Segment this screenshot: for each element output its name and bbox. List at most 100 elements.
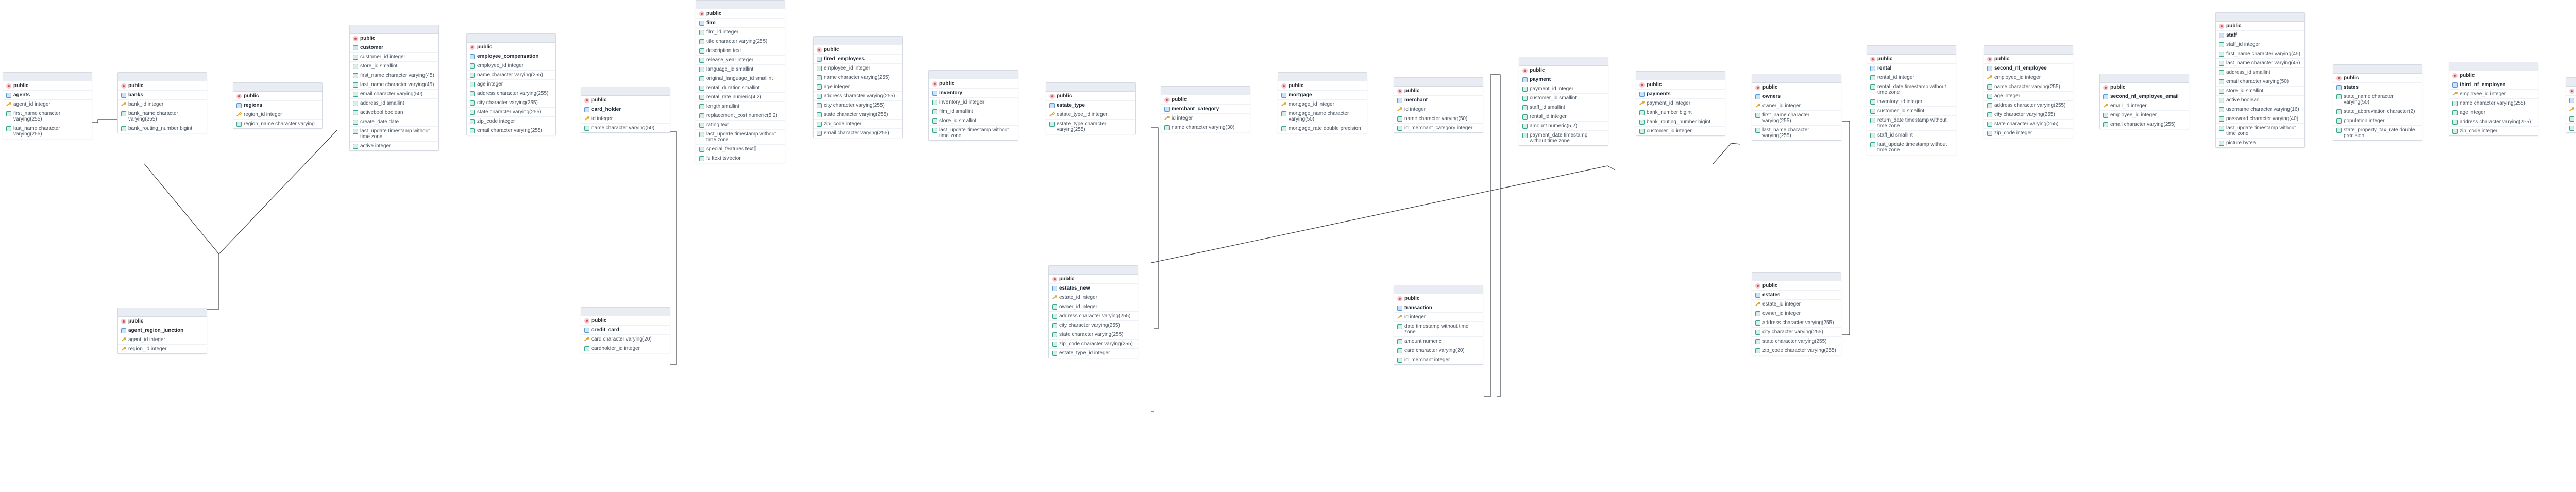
- column-row[interactable]: store_id smallint: [929, 116, 1018, 126]
- column-row[interactable]: staff_id smallint: [1867, 131, 1956, 140]
- relationship-line[interactable]: [1484, 74, 1497, 397]
- column-row[interactable]: state character varying(255): [467, 108, 555, 117]
- table-name-row[interactable]: estate_type: [1046, 101, 1135, 110]
- column-row[interactable]: employee_id integer: [814, 64, 902, 73]
- column-row[interactable]: zip_code character varying(255): [1752, 346, 1841, 355]
- table-header-bar[interactable]: [814, 37, 902, 45]
- column-row[interactable]: rental_duration smallint: [696, 83, 785, 93]
- table-header-bar[interactable]: [929, 71, 1018, 79]
- column-row[interactable]: state character varying(255): [2566, 124, 2576, 132]
- column-row[interactable]: bank_routing_number bigint: [1636, 117, 1725, 127]
- column-row[interactable]: email_id integer: [2100, 101, 2189, 111]
- column-row[interactable]: email character varying(50): [350, 90, 438, 99]
- column-row[interactable]: bank_routing_number bigint: [118, 124, 207, 133]
- table-header-bar[interactable]: [581, 87, 670, 96]
- column-row[interactable]: last_update timestamp without time zone: [929, 126, 1018, 140]
- column-row[interactable]: first_name character varying(255): [1752, 111, 1841, 126]
- column-row[interactable]: active integer: [350, 142, 438, 150]
- column-row[interactable]: length smallint: [696, 102, 785, 111]
- table-header-bar[interactable]: [696, 1, 785, 9]
- table-name-row[interactable]: states: [2333, 83, 2422, 92]
- column-row[interactable]: last_update timestamp without time zone: [2216, 124, 2304, 139]
- column-row[interactable]: name character varying(50): [581, 124, 670, 132]
- column-row[interactable]: address character varying(255): [467, 89, 555, 98]
- table-name-row[interactable]: estates: [1752, 291, 1841, 300]
- table-header-bar[interactable]: [1049, 266, 1138, 275]
- relationship-line[interactable]: [144, 163, 219, 265]
- column-row[interactable]: first_name character varying(255): [3, 109, 92, 124]
- relationship-line[interactable]: [670, 131, 677, 365]
- relationship-line[interactable]: [1842, 121, 1850, 335]
- column-row[interactable]: region_id integer: [233, 110, 322, 120]
- column-row[interactable]: customer_id integer: [1636, 127, 1725, 135]
- column-row[interactable]: date timestamp without time zone: [1394, 322, 1483, 337]
- column-row[interactable]: state_property_tax_rate double precision: [2333, 126, 2422, 140]
- table-name-row[interactable]: payment: [1519, 75, 1608, 84]
- relationship-line[interactable]: [1494, 74, 1501, 397]
- column-row[interactable]: mortgage_id integer: [1278, 100, 1367, 109]
- column-row[interactable]: email character varying(255): [2100, 120, 2189, 129]
- column-row[interactable]: special_features text[]: [696, 145, 785, 154]
- column-row[interactable]: id integer: [1394, 105, 1483, 114]
- column-row[interactable]: city character varying(255): [1984, 110, 2073, 120]
- column-row[interactable]: employee_id integer: [2100, 111, 2189, 120]
- column-row[interactable]: bank_name character varying(255): [118, 109, 207, 124]
- table-name-row[interactable]: merchant: [1394, 96, 1483, 105]
- table-name-row[interactable]: second_nf_employee_email: [2100, 92, 2189, 101]
- column-row[interactable]: address character varying(255): [1049, 312, 1138, 321]
- column-row[interactable]: first_name character varying(45): [350, 71, 438, 80]
- column-row[interactable]: rental_id integer: [1519, 112, 1608, 122]
- table-name-row[interactable]: mortgage: [1278, 91, 1367, 100]
- column-row[interactable]: language_id smallint: [696, 65, 785, 74]
- column-row[interactable]: active boolean: [2216, 96, 2304, 105]
- column-row[interactable]: zip_code character varying(255): [1049, 340, 1138, 349]
- column-row[interactable]: store_id smallint: [350, 62, 438, 71]
- column-row[interactable]: inventory_id integer: [1867, 97, 1956, 107]
- table-name-row[interactable]: rental: [1867, 64, 1956, 73]
- column-row[interactable]: film_id integer: [696, 28, 785, 37]
- column-row[interactable]: agent_id integer: [3, 100, 92, 109]
- table-header-bar[interactable]: [350, 25, 438, 34]
- column-row[interactable]: store_id smallint: [2216, 87, 2304, 96]
- table-name-row[interactable]: agent_region_junction: [118, 326, 207, 335]
- column-row[interactable]: film_id smallint: [929, 107, 1018, 116]
- column-row[interactable]: city character varying(255): [1049, 321, 1138, 330]
- relationship-line[interactable]: [1151, 127, 1159, 329]
- column-row[interactable]: age integer: [814, 82, 902, 92]
- column-row[interactable]: payment_id integer: [1519, 84, 1608, 94]
- column-row[interactable]: payment_id integer: [1636, 99, 1725, 108]
- column-row[interactable]: address_id smallint: [350, 99, 438, 108]
- column-row[interactable]: estate_type character varying(255): [1046, 120, 1135, 134]
- table-name-row[interactable]: banks: [118, 91, 207, 100]
- table-header-bar[interactable]: [2333, 65, 2422, 74]
- table-name-row[interactable]: owners: [1752, 92, 1841, 101]
- relationship-line[interactable]: [206, 265, 219, 310]
- column-row[interactable]: picture bytea: [2216, 139, 2304, 147]
- column-row[interactable]: bank_id integer: [118, 100, 207, 109]
- column-row[interactable]: replacement_cost numeric(5,2): [696, 111, 785, 121]
- table-header-bar[interactable]: [1752, 273, 1841, 281]
- column-row[interactable]: name character varying(255): [467, 71, 555, 80]
- table-name-row[interactable]: agents: [3, 91, 92, 100]
- table-name-row[interactable]: estates_new: [1049, 284, 1138, 293]
- column-row[interactable]: city character varying(255): [2566, 114, 2576, 124]
- table-header-bar[interactable]: [1984, 46, 2073, 55]
- column-row[interactable]: activebool boolean: [350, 108, 438, 117]
- column-row[interactable]: rental_id integer: [1867, 73, 1956, 82]
- table-name-row[interactable]: second_nf_employee: [1984, 64, 2073, 73]
- column-row[interactable]: zip_code integer: [814, 120, 902, 129]
- table-header-bar[interactable]: [467, 34, 555, 43]
